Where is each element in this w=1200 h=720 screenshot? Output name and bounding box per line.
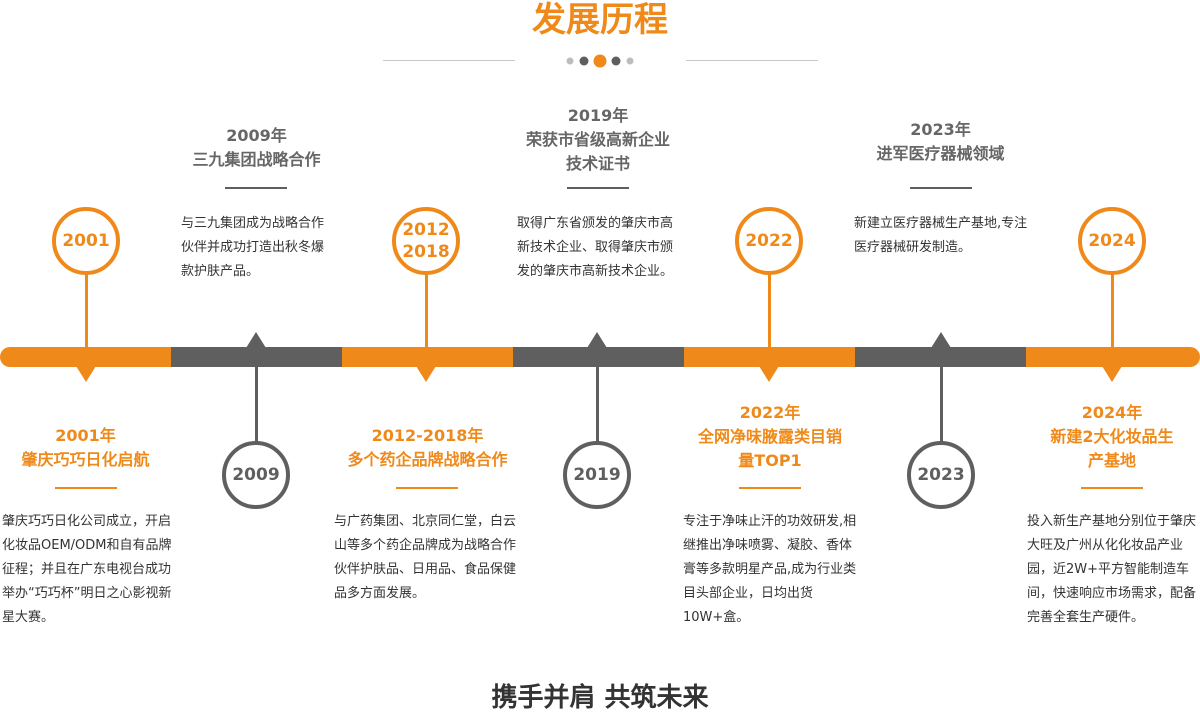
pointer-2019 [587,332,607,348]
timeline-segment-2023 [855,347,1026,367]
year-circle-2022: 2022 [735,207,803,275]
heading-underline-2024 [1081,487,1143,489]
title-divider-right [686,60,818,61]
stem-2023 [940,365,943,443]
year-circle-2001: 2001 [52,207,120,275]
year-circle-2024: 2024 [1078,207,1146,275]
stem-2001 [85,272,88,350]
stem-2009 [255,365,258,443]
milestone-heading-2012-2018: 2012-2018年 多个药企品牌战略合作 [347,426,508,469]
heading-underline-2009 [225,187,287,189]
year-circle-2009: 2009 [222,441,290,509]
heading-underline-2019 [567,187,629,189]
pointer-2012-2018 [416,366,436,382]
milestone-heading-2022: 2022年 全网净味腋露类目销 量TOP1 [697,403,842,470]
milestone-desc-2001: 肇庆巧巧日化公司成立，开启化妆品OEM/ODM和自有品牌征程；并且在广东电视台成… [2,514,172,625]
slogan: 携手并肩 共筑未来 [491,683,709,713]
page-title: 发展历程 [532,0,668,40]
milestone-heading-2023: 2023年 进军医疗器械领域 [876,120,1005,163]
milestone-heading-2024: 2024年 新建2大化妆品生 产基地 [1050,403,1174,470]
year-circle-2019: 2019 [563,441,631,509]
milestone-desc-2012-2018: 与广药集团、北京同仁堂，白云山等多个药企品牌成为战略合作伙伴护肤品、日用品、食品… [334,514,517,601]
heading-underline-2012-2018 [396,487,458,489]
stem-2024 [1111,272,1114,350]
timeline-segment-2024 [1026,347,1200,367]
heading-underline-2023 [910,187,972,189]
timeline-segment-2009 [171,347,342,367]
timeline-segment-2012 [342,347,513,367]
year-circle-2023: 2023 [907,441,975,509]
timeline-bar [0,347,1200,367]
milestone-desc-2024: 投入新生产基地分别位于肇庆大旺及广州从化化妆品产业园，近2W+平方智能制造车间，… [1027,514,1197,625]
title-divider-left [383,60,515,61]
milestone-desc-2022: 专注于净味止汗的功效研发,相继推出净味喷雾、凝胶、香体膏等多款明星产品,成为行业… [683,514,857,625]
pointer-2001 [76,366,96,382]
timeline-segment-2001 [0,347,171,367]
milestone-desc-2019: 取得广东省颁发的肇庆市高新技术企业、取得肇庆市颁发的肇庆市高新技术企业。 [517,216,674,279]
heading-underline-2001 [55,487,117,489]
heading-underline-2022 [739,487,801,489]
title-dots [560,54,640,68]
stem-2012-2018 [425,272,428,350]
pointer-2022 [759,366,779,382]
milestone-heading-2001: 2001年 肇庆巧巧日化启航 [21,426,150,469]
milestone-heading-2009: 2009年 三九集团战略合作 [192,126,321,169]
pointer-2024 [1102,366,1122,382]
year-circle-2012-2018: 2012 2018 [392,207,460,275]
milestone-desc-2009: 与三九集团成为战略合作伙伴并成功打造出秋冬爆款护肤产品。 [181,216,325,279]
milestone-heading-2019: 2019年 荣获市省级高新企业 技术证书 [525,106,670,173]
timeline-segment-2019 [513,347,684,367]
timeline-segment-2022 [684,347,855,367]
stem-2019 [596,365,599,443]
pointer-2023 [931,332,951,348]
milestone-desc-2023: 新建立医疗器械生产基地,专注医疗器械研发制造。 [854,216,1028,255]
stem-2022 [768,272,771,350]
pointer-2009 [246,332,266,348]
